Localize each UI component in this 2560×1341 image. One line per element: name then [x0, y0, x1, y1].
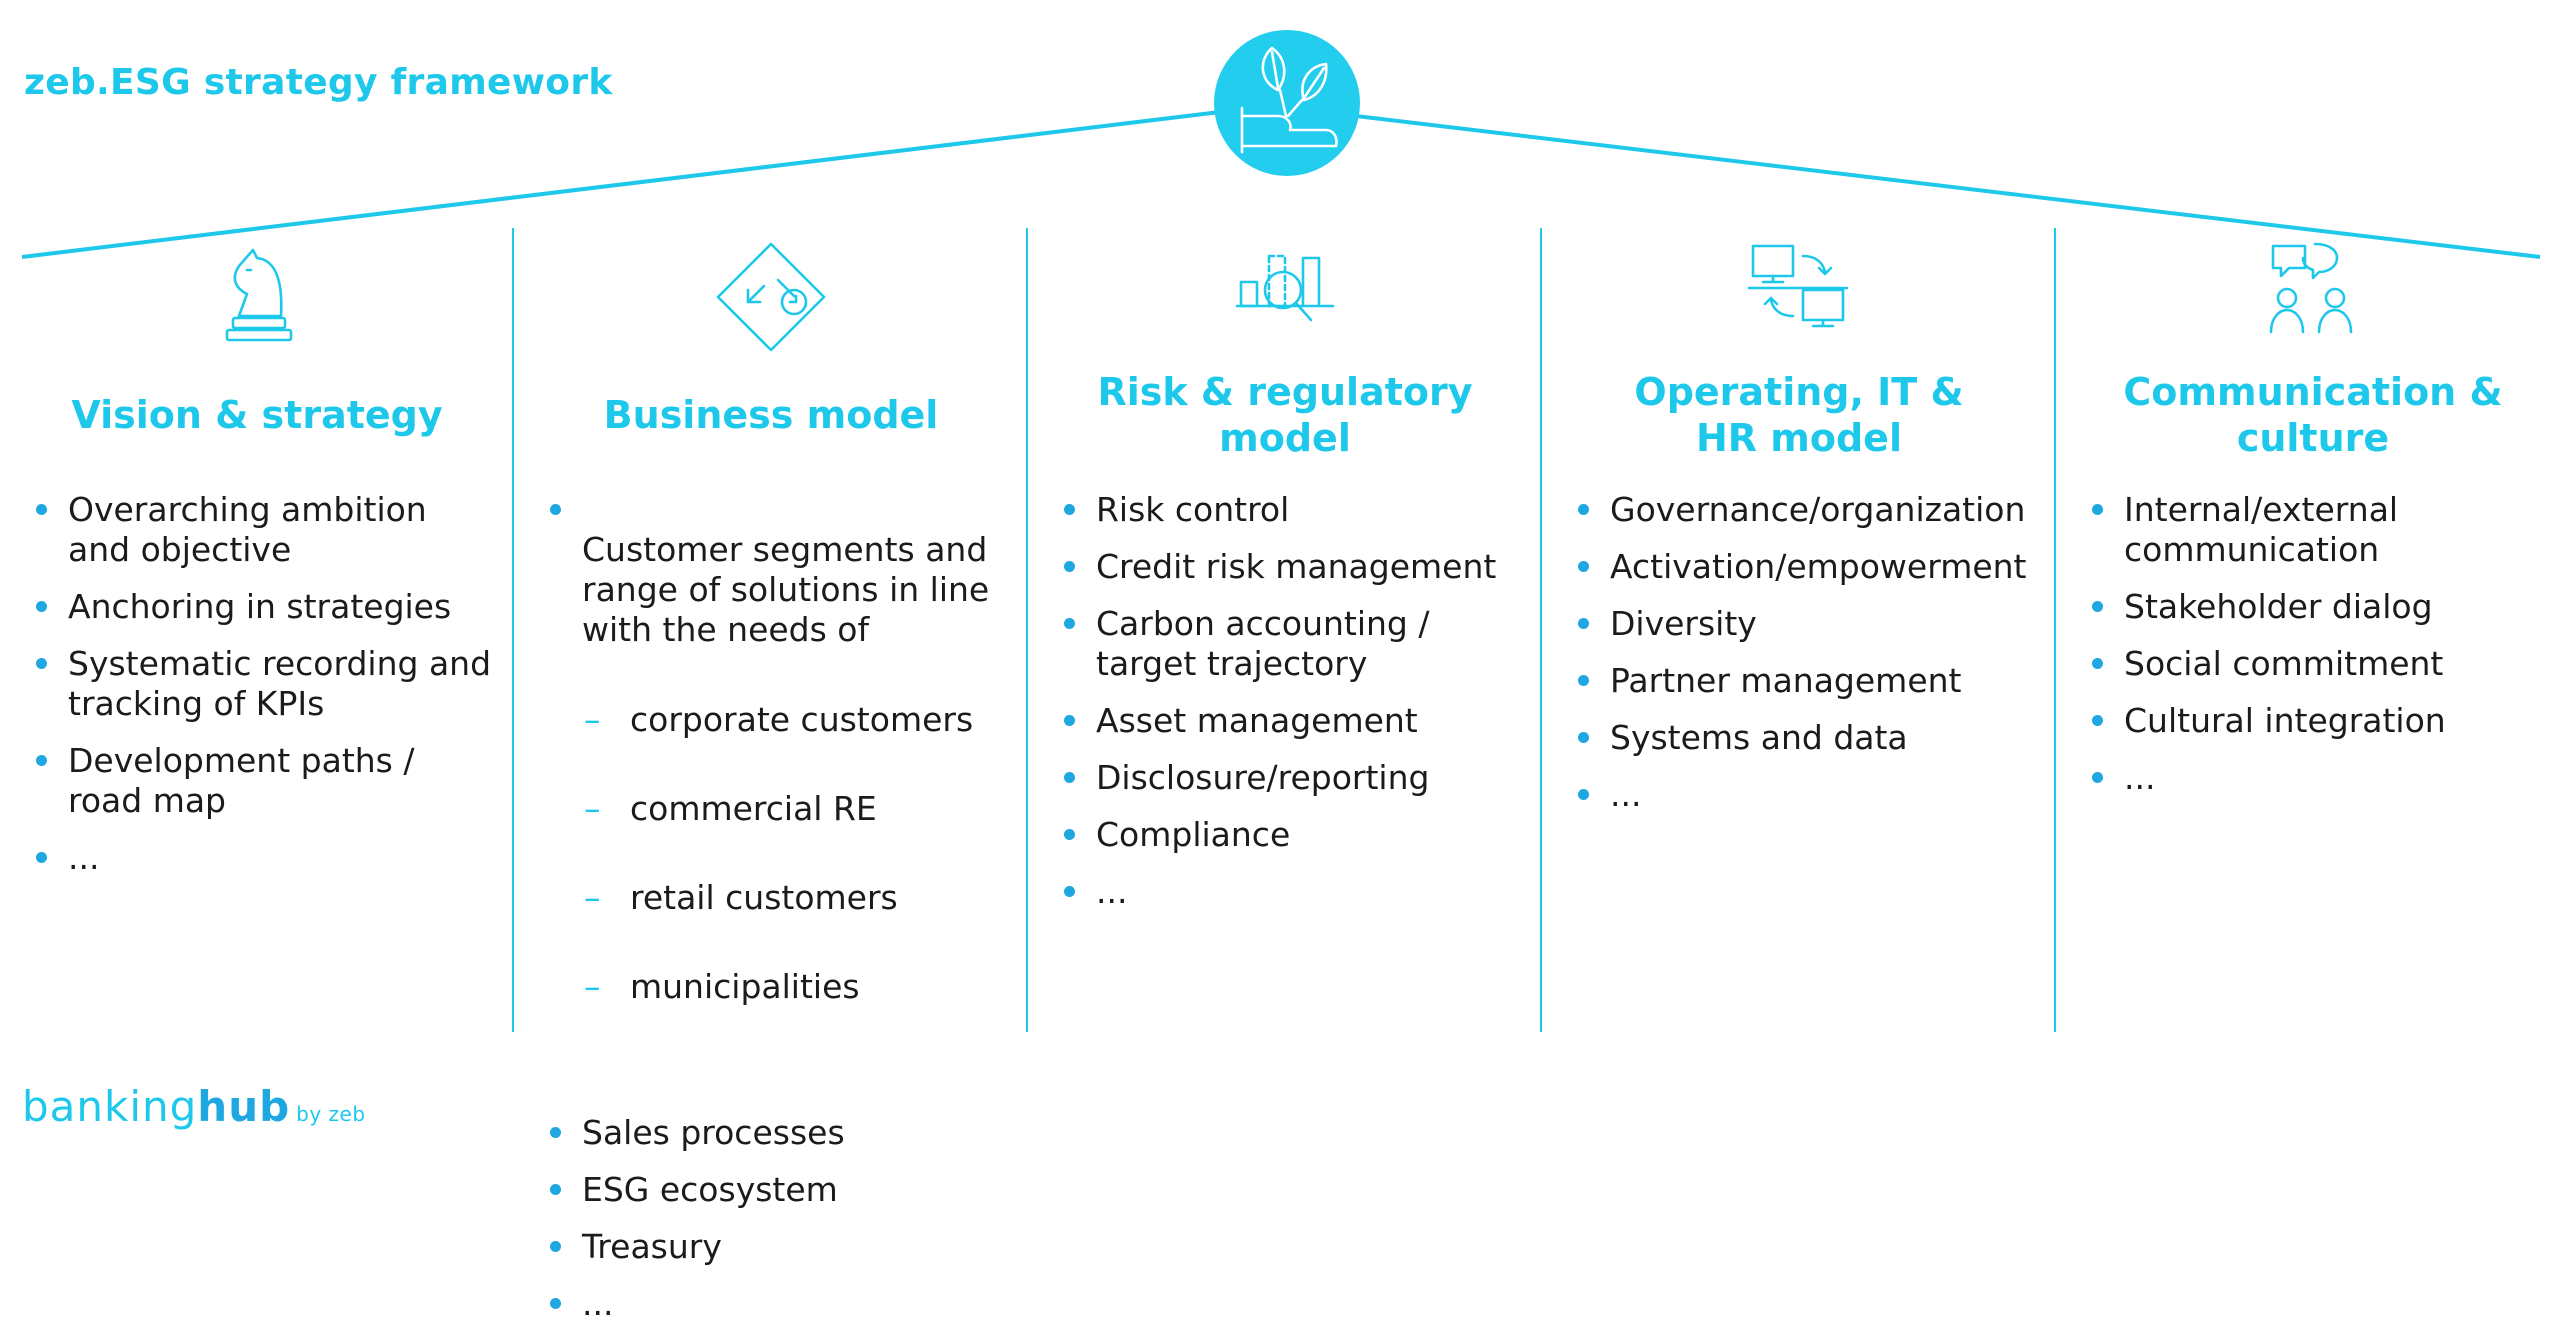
roof-line-left — [21, 110, 1221, 259]
column-risk-regulatory: Risk & regulatory model Risk control Cre… — [1028, 240, 1542, 1030]
column-title: Operating, IT & HR model — [1634, 370, 1964, 460]
list-item: Governance/organization — [1578, 490, 2050, 530]
column-items: Risk control Credit risk management Carb… — [1064, 490, 1536, 929]
column-items: Customer segments and range of solutions… — [550, 490, 1022, 1341]
chess-knight-icon — [225, 248, 293, 342]
column-title: Risk & regulatory model — [1097, 370, 1473, 460]
logo-part-banking: banking — [22, 1082, 198, 1131]
sub-list: corporate customers commercial RE retail… — [582, 660, 1022, 1056]
list-item: Risk control — [1064, 490, 1536, 530]
framework-frame — [21, 110, 2541, 1032]
sub-list-item: municipalities — [582, 967, 1022, 1007]
list-item: Activation/empowerment — [1578, 547, 2050, 587]
list-item: Cultural integration — [2092, 701, 2560, 741]
logo-suffix: by zeb — [296, 1102, 366, 1126]
list-item: Compliance — [1064, 815, 1536, 855]
roof-line-right — [1355, 114, 2541, 259]
chart-magnifier-icon — [1235, 254, 1335, 322]
list-item: ... — [36, 838, 508, 878]
sub-list-item: corporate customers — [582, 700, 1022, 740]
computers-exchange-icon — [1747, 244, 1849, 328]
list-item: Diversity — [1578, 604, 2050, 644]
column-items: Governance/organization Activation/empow… — [1578, 490, 2050, 832]
list-item: ... — [1578, 775, 2050, 815]
list-item-text: Customer segments and range of solutions… — [582, 530, 990, 649]
column-vision-strategy: Vision & strategy Overarching ambition a… — [0, 240, 514, 1030]
list-item: Disclosure/reporting — [1064, 758, 1536, 798]
list-item: Sales processes — [550, 1113, 1022, 1153]
column-business-model: Business model Customer segments and ran… — [514, 240, 1028, 1323]
people-speech-icon — [2269, 242, 2353, 334]
list-item: Customer segments and range of solutions… — [550, 490, 1022, 1096]
list-item: Overarching ambition and objective — [36, 490, 508, 570]
list-item: Anchoring in strategies — [36, 587, 508, 627]
list-item: ... — [1064, 872, 1536, 912]
column-title: Business model — [603, 393, 939, 437]
list-item: Systems and data — [1578, 718, 2050, 758]
list-item: ... — [550, 1284, 1022, 1324]
column-title: Vision & strategy — [71, 393, 443, 437]
list-item: Carbon accounting / target trajectory — [1064, 604, 1536, 684]
list-item: Credit risk management — [1064, 547, 1536, 587]
column-operating-it-hr: Operating, IT & HR model Governance/orga… — [1542, 240, 2056, 1030]
list-item: Asset management — [1064, 701, 1536, 741]
list-item: Development paths / road map — [36, 741, 508, 821]
list-item: Treasury — [550, 1227, 1022, 1267]
list-item: Social commitment — [2092, 644, 2560, 684]
column-communication-culture: Communication & culture Internal/externa… — [2056, 240, 2560, 1030]
column-items: Overarching ambition and objective Ancho… — [36, 490, 508, 895]
list-item: Systematic recording and tracking of KPI… — [36, 644, 508, 724]
plant-in-hand-icon — [1214, 30, 1360, 176]
list-item: ESG ecosystem — [550, 1170, 1022, 1210]
esg-framework-page: zeb.ESG strategy framework — [0, 0, 2560, 1164]
logo-part-hub: hub — [197, 1082, 291, 1131]
column-title: Communication & culture — [2123, 370, 2503, 460]
list-item: ... — [2092, 758, 2560, 798]
list-item: Internal/external communication — [2092, 490, 2560, 570]
sub-list-item: retail customers — [582, 878, 1022, 918]
sub-list-item: commercial RE — [582, 789, 1022, 829]
list-item: Partner management — [1578, 661, 2050, 701]
diamond-arrows-icon — [716, 242, 826, 352]
list-item: Stakeholder dialog — [2092, 587, 2560, 627]
page-title: zeb.ESG strategy framework — [24, 62, 613, 103]
column-items: Internal/external communication Stakehol… — [2092, 490, 2560, 815]
